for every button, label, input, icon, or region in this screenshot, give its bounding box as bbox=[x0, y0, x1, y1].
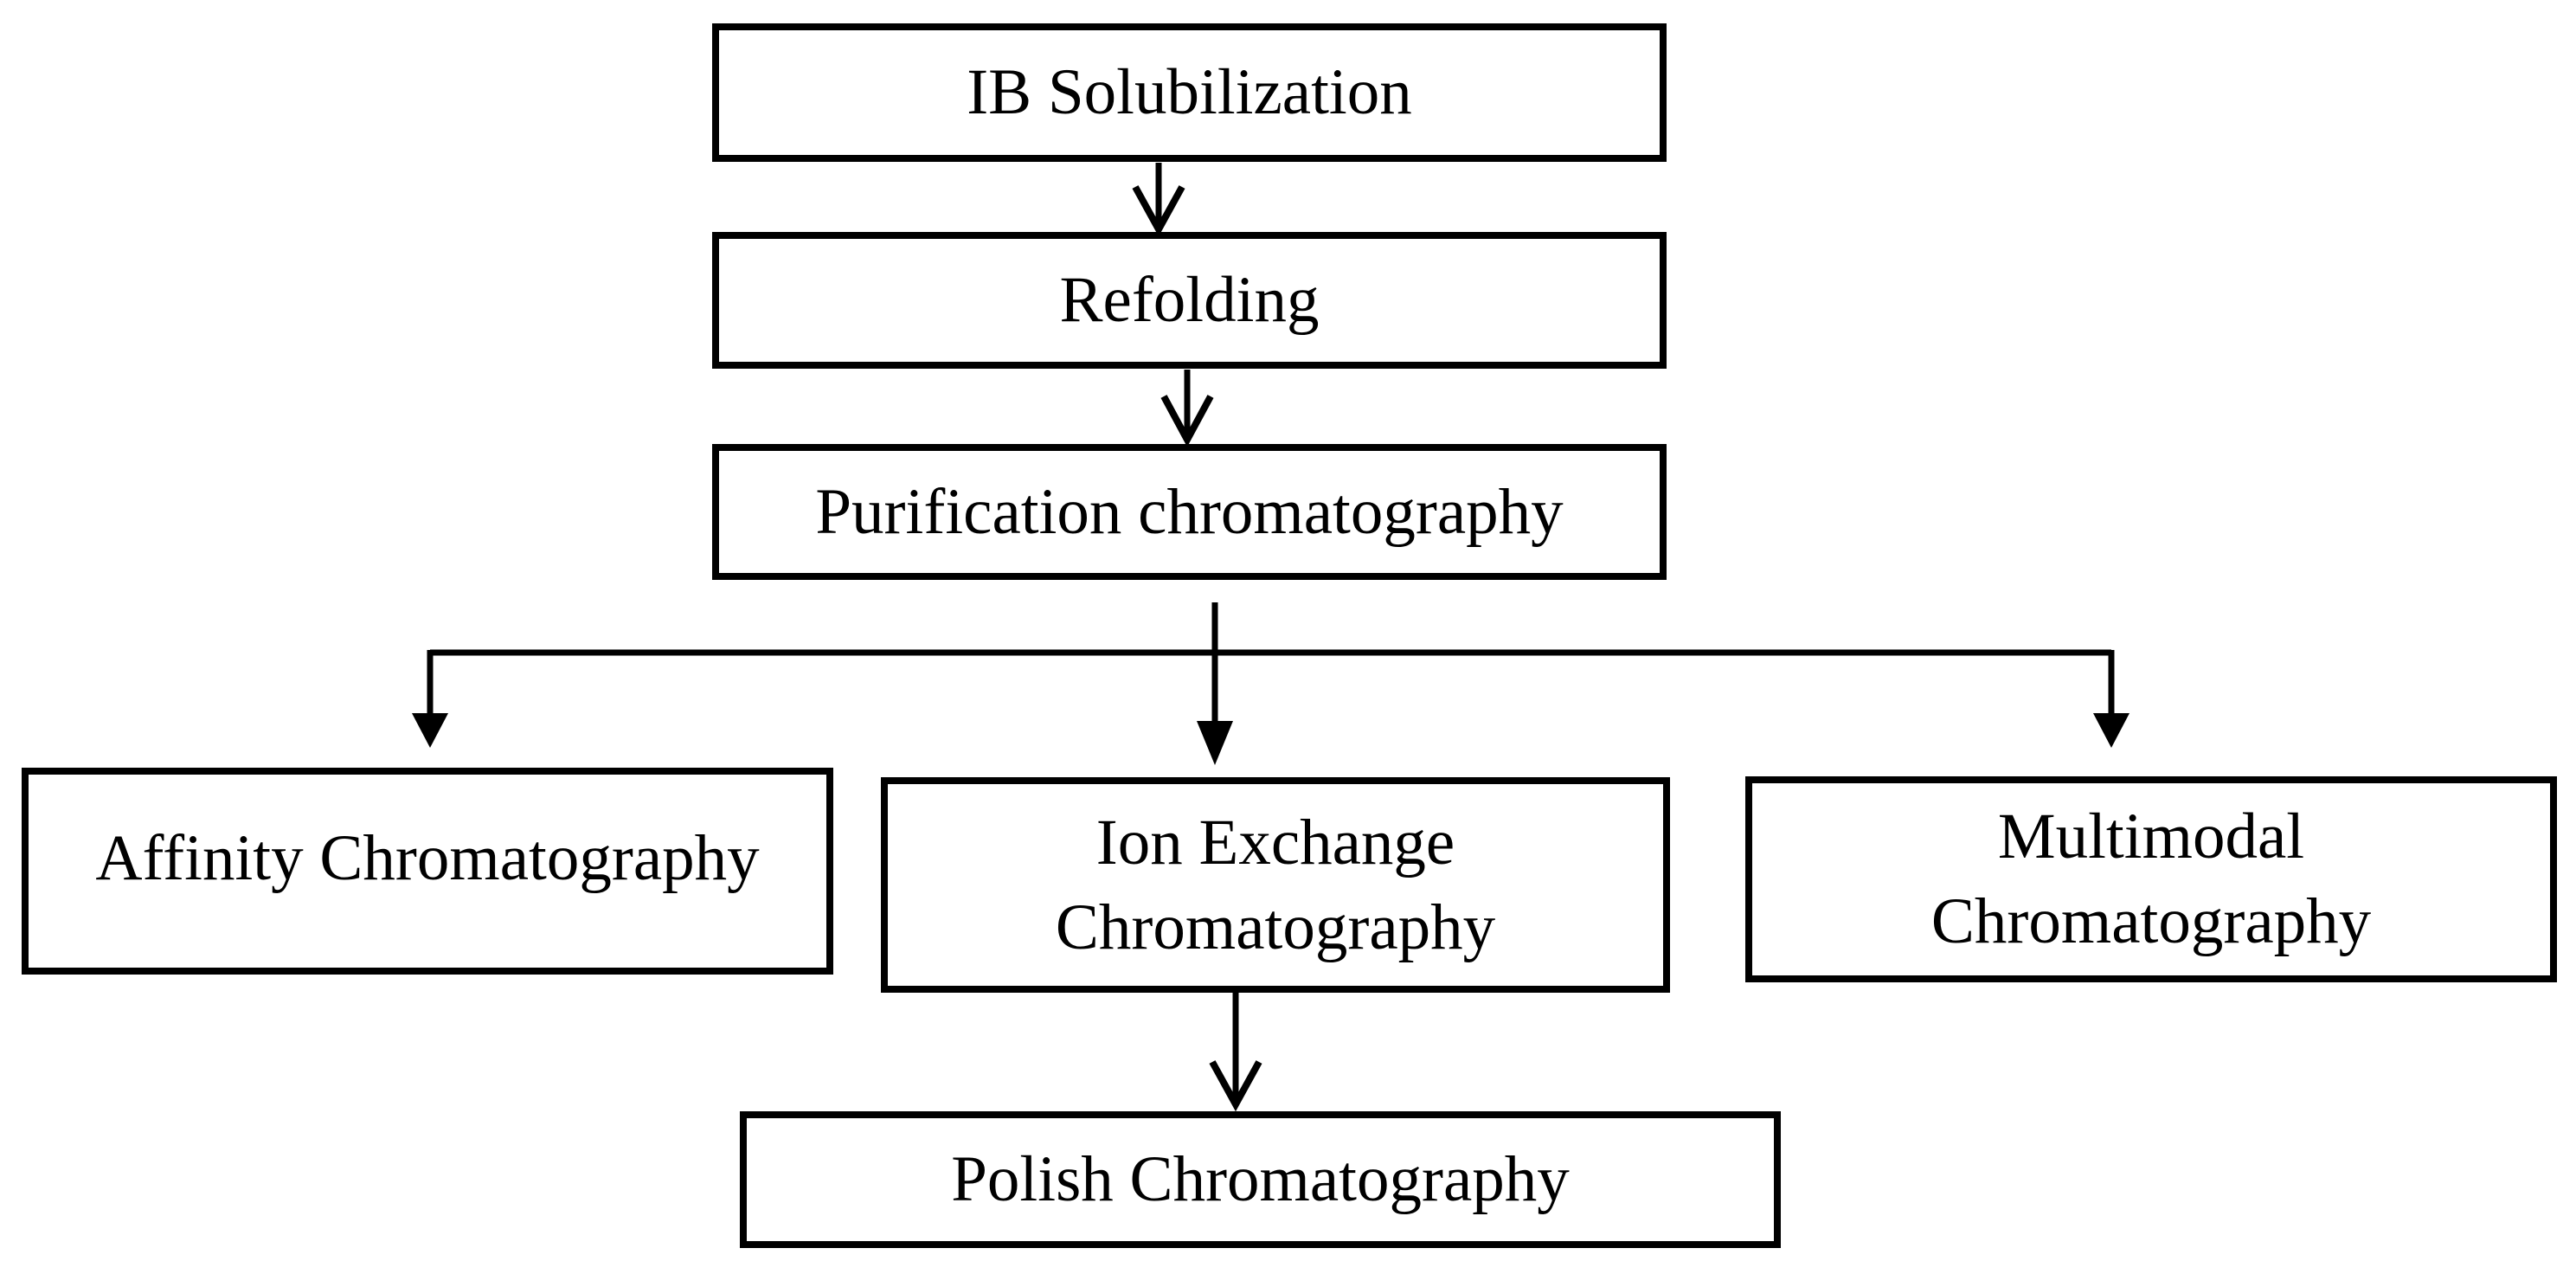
arrow-branch-to-ion-exchange bbox=[1197, 721, 1233, 765]
node-ib-solubilization: IB Solubilization bbox=[712, 23, 1667, 162]
arrow-ion-to-polish bbox=[1209, 993, 1262, 1112]
node-affinity-chromatography: Affinity Chromatography bbox=[22, 768, 833, 975]
node-multimodal-chromatography: Multimodal Chromatography bbox=[1745, 776, 2557, 982]
node-ion-exchange-chromatography: Ion Exchange Chromatography bbox=[881, 777, 1670, 993]
node-label: Purification chromatography bbox=[815, 475, 1564, 548]
arrow-ib-to-refolding bbox=[1132, 163, 1185, 237]
node-purification-chromatography: Purification chromatography bbox=[712, 444, 1667, 580]
node-polish-chromatography: Polish Chromatography bbox=[740, 1111, 1781, 1248]
arrow-branch-to-affinity bbox=[412, 650, 448, 748]
node-refolding: Refolding bbox=[712, 232, 1667, 369]
node-label-line2: Chromatography bbox=[1930, 885, 2372, 957]
node-label-line1: Ion Exchange bbox=[1095, 806, 1455, 878]
node-label: Refolding bbox=[1059, 264, 1320, 336]
node-label-line2: Chromatography bbox=[1055, 891, 1496, 963]
node-label: IB Solubilization bbox=[967, 56, 1412, 128]
node-label: Affinity Chromatography bbox=[95, 821, 760, 894]
arrow-refolding-to-purification bbox=[1160, 370, 1214, 447]
arrow-branch-to-multimodal bbox=[2093, 650, 2130, 748]
node-label: Polish Chromatography bbox=[951, 1143, 1570, 1215]
node-label-line1: Multimodal bbox=[1997, 801, 2305, 872]
